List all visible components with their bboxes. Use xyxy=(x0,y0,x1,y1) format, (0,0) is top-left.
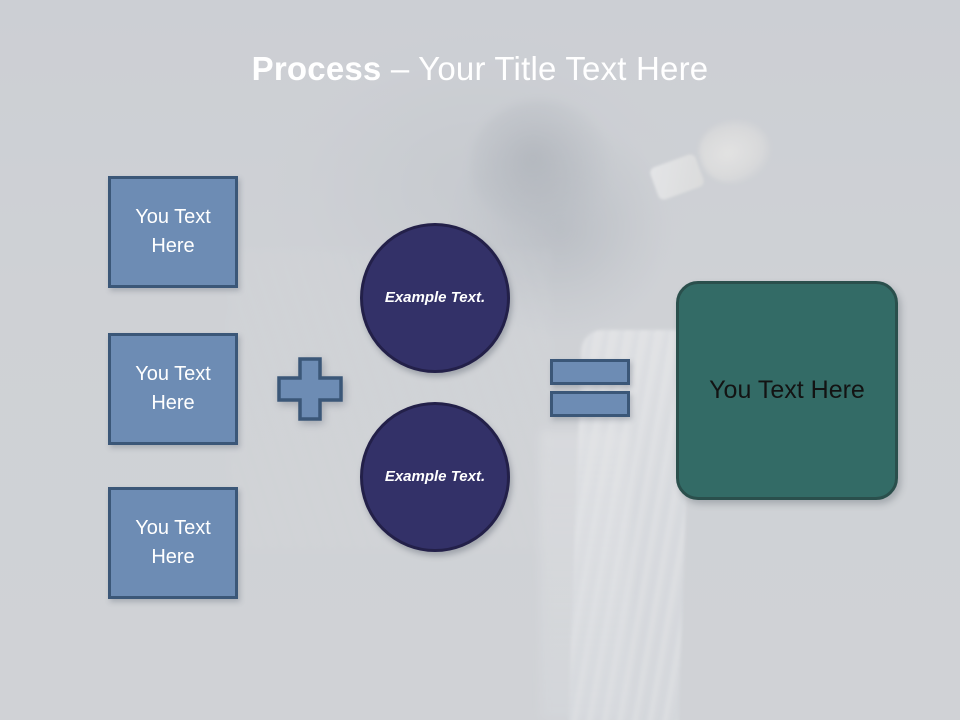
input-box-1-label: You Text Here xyxy=(135,206,211,257)
page-title-rest: – Your Title Text Here xyxy=(381,50,709,87)
input-box-2-label: You Text Here xyxy=(135,363,211,414)
input-box-1[interactable]: You Text Here xyxy=(108,176,238,288)
result-box-label: You Text Here xyxy=(709,376,865,404)
plus-icon xyxy=(277,357,343,421)
page-title: Process – Your Title Text Here xyxy=(0,50,960,88)
result-box[interactable]: You Text Here xyxy=(676,281,898,500)
equals-icon-top-bar xyxy=(550,359,630,385)
example-circle-2-label: Example Text. xyxy=(384,468,486,486)
equals-icon-bottom-bar xyxy=(550,391,630,417)
example-circle-1-label: Example Text. xyxy=(384,289,486,307)
page-title-emphasis: Process xyxy=(251,50,382,87)
example-circle-1[interactable]: Example Text. xyxy=(360,223,510,373)
input-box-2[interactable]: You Text Here xyxy=(108,333,238,445)
input-box-3[interactable]: You Text Here xyxy=(108,487,238,599)
input-box-3-label: You Text Here xyxy=(135,517,211,568)
example-circle-2[interactable]: Example Text. xyxy=(360,402,510,552)
